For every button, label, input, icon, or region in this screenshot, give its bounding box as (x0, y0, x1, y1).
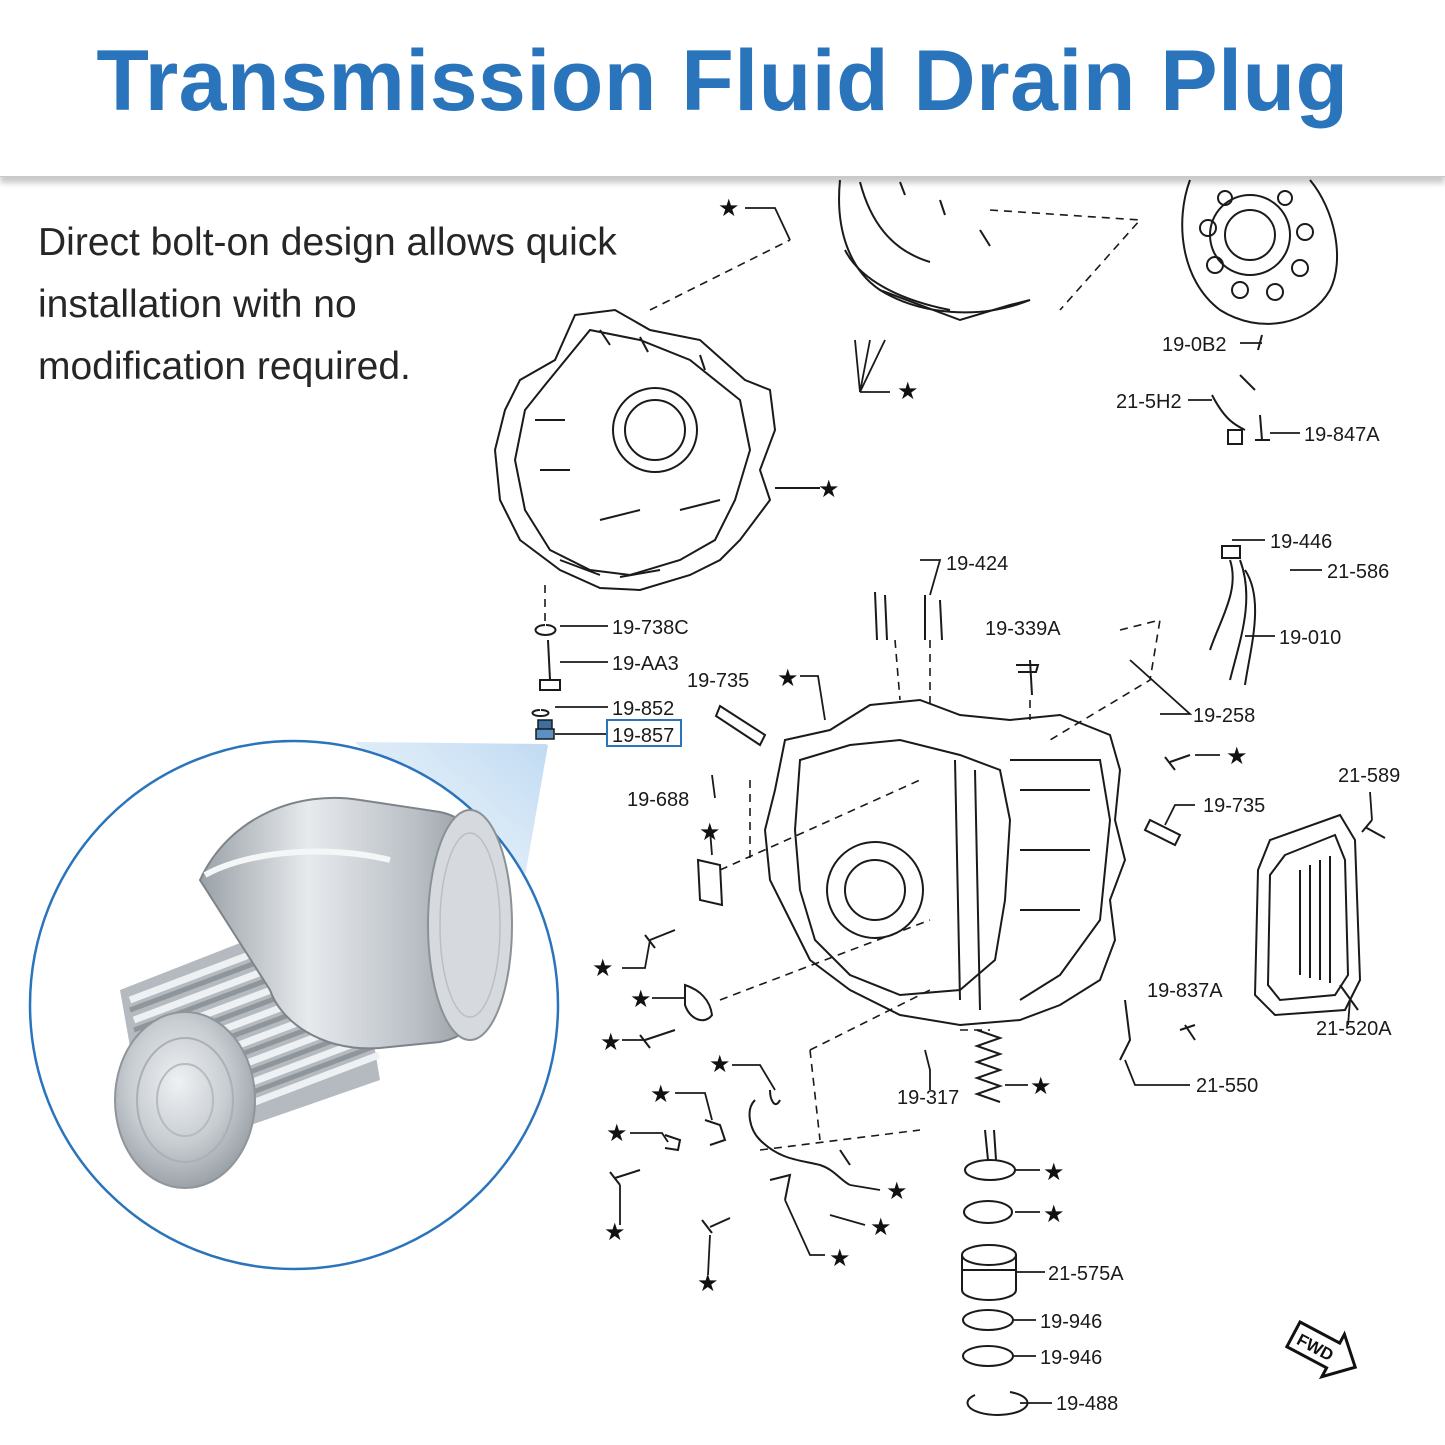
part-label: 21-586 (1327, 561, 1389, 583)
part-label: 19-488 (1056, 1393, 1118, 1415)
part-label: 19-446 (1270, 531, 1332, 553)
part-label: 21-575A (1048, 1263, 1124, 1285)
description-line-2: installation with no (38, 283, 357, 326)
star-icon: ★ (650, 1080, 672, 1108)
page-title: Transmission Fluid Drain Plug (96, 33, 1349, 129)
part-label: 19-317 (897, 1087, 959, 1109)
part-label: 19-0B2 (1162, 334, 1227, 356)
part-labels: 19-0B2 21-5H2 19-847A 19-446 21-586 19-424 19-… (612, 334, 1400, 1415)
part-label: 19-837A (1147, 980, 1223, 1002)
part-label: 19-735 (1203, 795, 1265, 817)
title-banner: Transmission Fluid Drain Plug (0, 0, 1445, 177)
part-label: 19-339A (985, 618, 1061, 640)
bell-housing (493, 308, 820, 592)
transaxle-case (763, 698, 1127, 1027)
star-icon: ★ (697, 1269, 719, 1297)
description: Direct bolt-on design allows quick insta… (38, 212, 678, 398)
star-icon: ★ (870, 1213, 892, 1241)
leader-lines (555, 207, 1373, 1404)
converter-shroud (838, 179, 1031, 322)
part-label: 19-847A (1304, 424, 1380, 446)
star-icon: ★ (718, 194, 740, 222)
star-icon: ★ (699, 818, 721, 846)
part-label: 19-852 (612, 698, 674, 720)
description-line-1: Direct bolt-on design allows quick (38, 221, 617, 264)
oil-pan (1253, 813, 1362, 1017)
part-label: 19-946 (1040, 1347, 1102, 1369)
star-icon: ★ (1043, 1158, 1065, 1186)
reference-stars: ★ ★ ★ ★ ★ ★ ★ ★ ★ ★ ★ ★ ★ ★ ★ ★ ★ ★ ★ ★ (592, 194, 1248, 1297)
part-label: 19-688 (627, 789, 689, 811)
star-icon: ★ (897, 377, 919, 405)
part-label: 19-946 (1040, 1311, 1102, 1333)
star-icon: ★ (1043, 1200, 1065, 1228)
star-icon: ★ (604, 1218, 626, 1246)
star-icon: ★ (1030, 1072, 1052, 1100)
wire-harness (1209, 334, 1270, 686)
part-label: 19-738C (612, 617, 689, 639)
part-label: 19-735 (687, 670, 749, 692)
part-label: 21-589 (1338, 765, 1400, 787)
fwd-arrow-badge: FWD (1284, 1319, 1358, 1380)
star-icon: ★ (630, 985, 652, 1013)
bolts (531, 624, 1386, 1234)
part-label: 19-AA3 (612, 653, 679, 675)
part-label: 21-520A (1316, 1018, 1392, 1040)
accumulator-parts (961, 1029, 1029, 1416)
star-icon: ★ (1226, 742, 1248, 770)
sensors (714, 591, 1182, 1061)
part-label: 19-857 (612, 725, 674, 747)
drain-plug-marker (535, 719, 555, 740)
part-label: 19-424 (946, 553, 1008, 575)
star-icon: ★ (777, 664, 799, 692)
plug-closeup (28, 739, 560, 1271)
drive-plate (1181, 179, 1339, 325)
star-icon: ★ (592, 954, 614, 982)
part-label: 19-010 (1279, 627, 1341, 649)
cooler-pipes (664, 858, 851, 1201)
part-label: 21-5H2 (1116, 391, 1182, 413)
star-icon: ★ (829, 1244, 851, 1272)
star-icon: ★ (709, 1050, 731, 1078)
star-icon: ★ (600, 1028, 622, 1056)
description-line-3: modification required. (38, 345, 411, 388)
plug-head (198, 796, 513, 1050)
highlight-box (606, 719, 682, 747)
star-icon: ★ (886, 1177, 908, 1205)
part-label: 19-258 (1193, 705, 1255, 727)
assembly-dashes (544, 209, 1161, 1151)
line-art (493, 179, 1386, 1416)
part-label: 21-550 (1196, 1075, 1258, 1097)
star-icon: ★ (606, 1119, 628, 1147)
star-icon: ★ (818, 475, 840, 503)
